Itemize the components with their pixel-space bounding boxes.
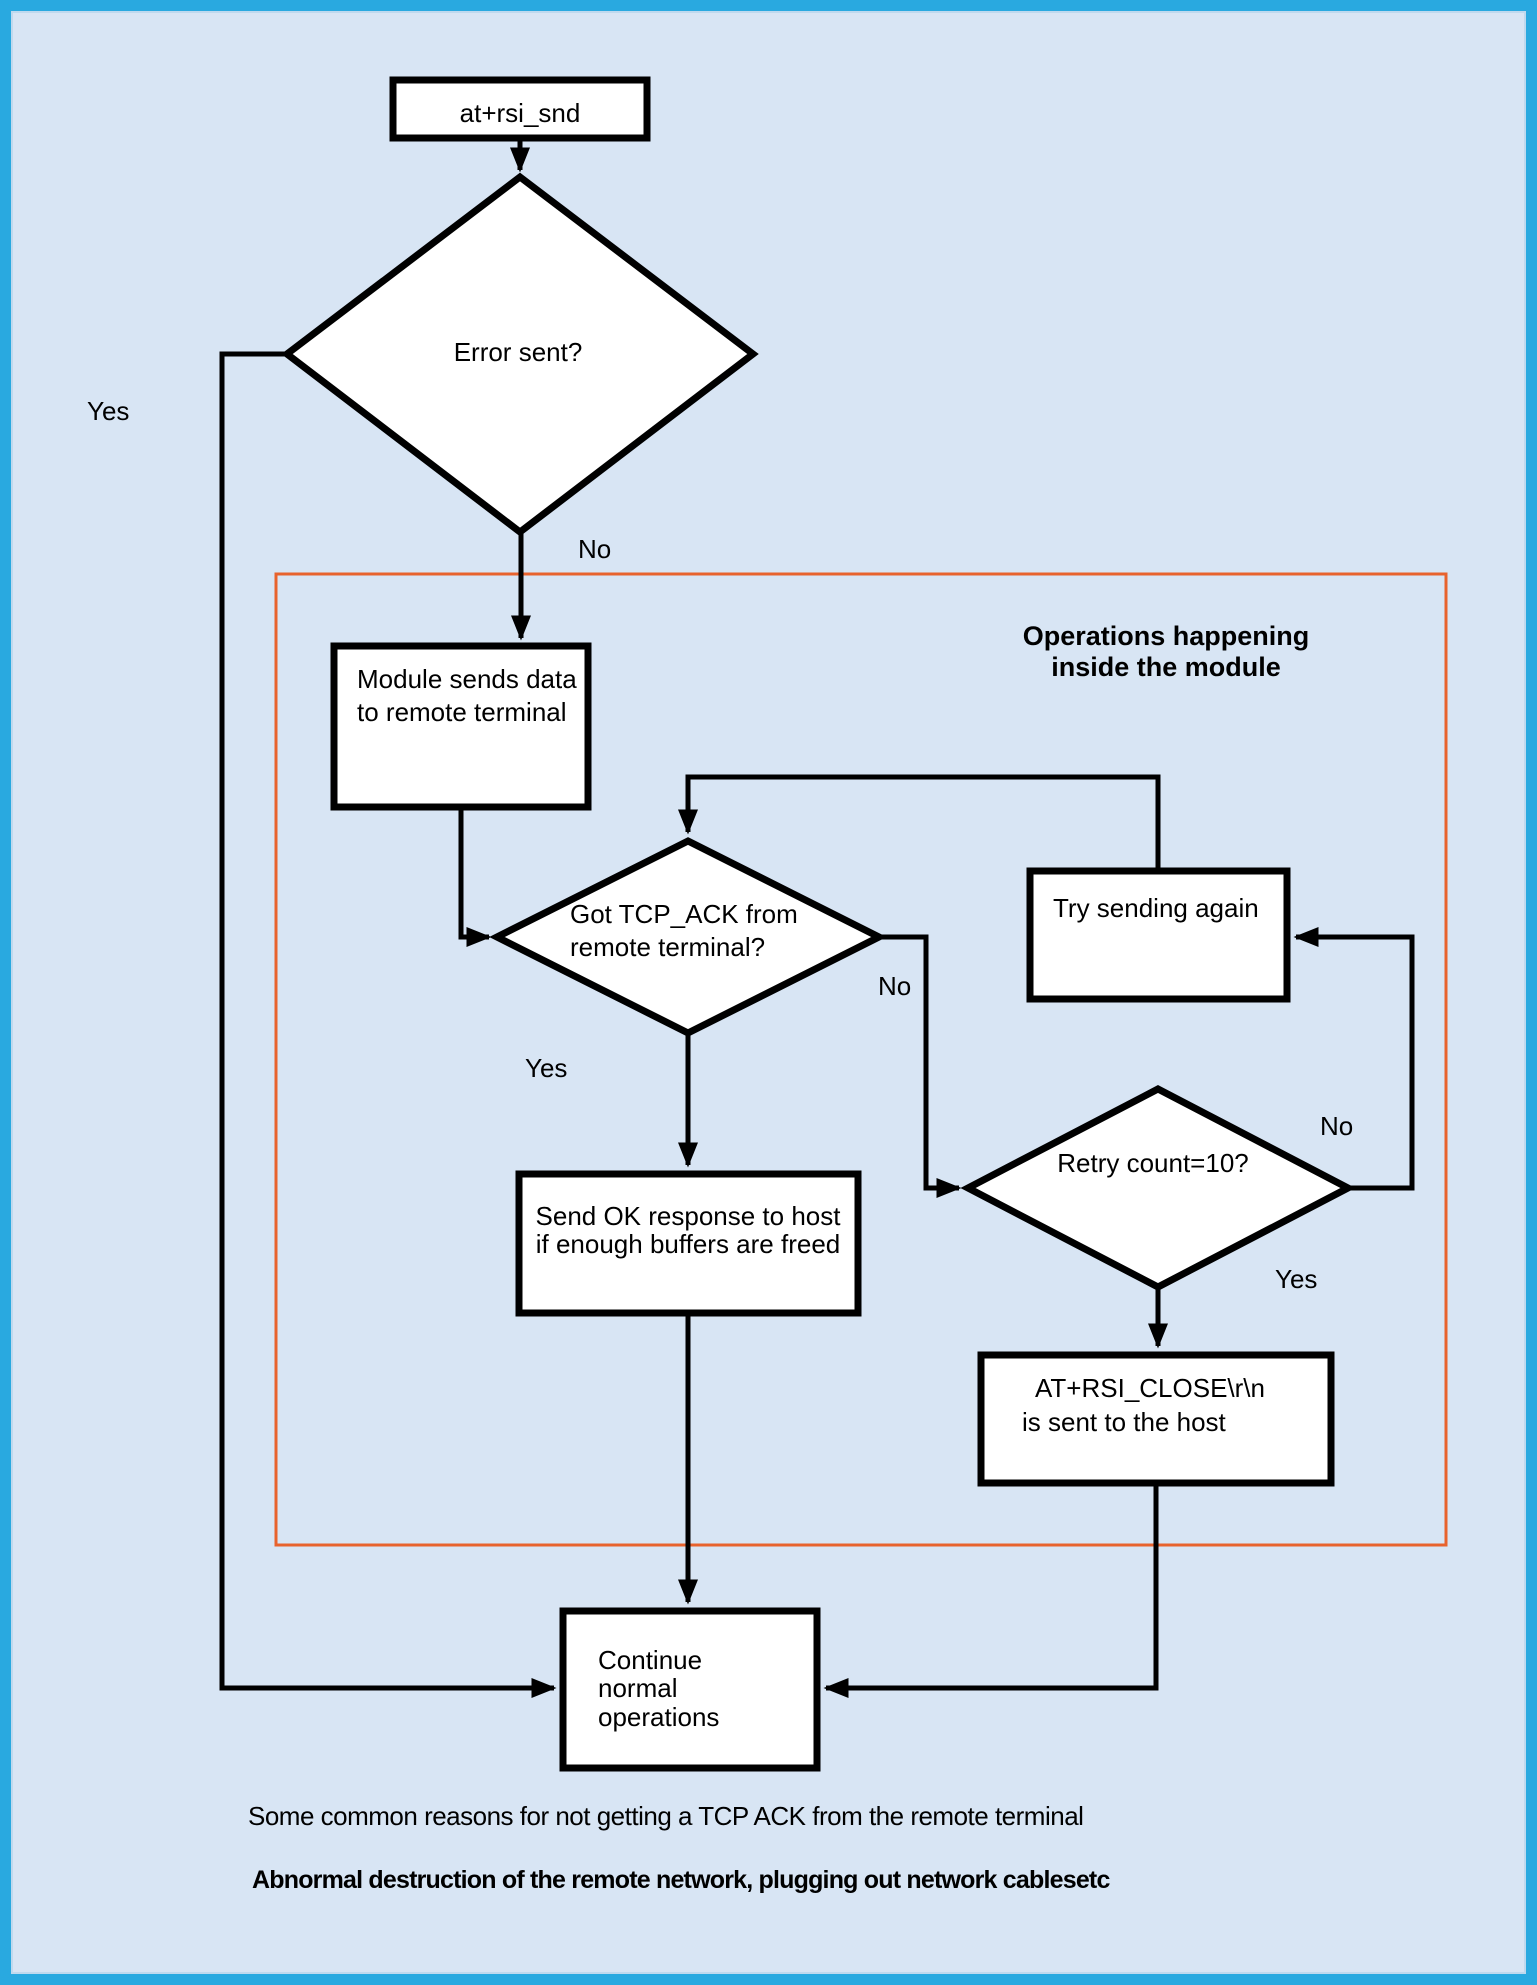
- node-retry-count-label: Retry count=10?: [1057, 1148, 1249, 1178]
- region-title-line-1: Operations happening: [1023, 621, 1310, 651]
- edge-retry-no-to-try-again: [1293, 927, 1415, 1191]
- edge-ack-no-to-retry: [879, 934, 962, 1198]
- node-rsi-close-box: [977, 1351, 1335, 1487]
- node-continue-label-line-3: operations: [598, 1702, 719, 1732]
- node-try-again-label: Try sending again: [1053, 893, 1259, 923]
- node-continue-label-line-2: normal: [598, 1673, 677, 1703]
- node-send-ok-box: [515, 1170, 862, 1317]
- edge-module-to-ack: [458, 807, 492, 947]
- node-start-box: [389, 76, 651, 142]
- node-start-label: at+rsi_snd: [460, 98, 581, 128]
- edge-label-error-yes: Yes: [87, 396, 129, 426]
- edge-label-ack-yes: Yes: [525, 1053, 567, 1083]
- edge-label-error-no: No: [578, 534, 611, 564]
- note-common-reasons: Some common reasons for not getting a TC…: [248, 1801, 1083, 1831]
- node-module-sends-label-line-1: Module sends data: [357, 664, 577, 694]
- node-error-sent-diamond: [281, 172, 759, 537]
- node-rsi-close-label-line-2: is sent to the host: [1022, 1407, 1227, 1437]
- node-send-ok-label-line-1: Send OK response to host: [536, 1201, 842, 1231]
- node-send-ok-label-line-2: if enough buffers are freed: [536, 1229, 841, 1259]
- node-got-tcp-ack-label-line-1: Got TCP_ACK from: [570, 899, 798, 929]
- node-continue-box: [559, 1607, 821, 1772]
- region-title-line-2: inside the module: [1051, 652, 1281, 682]
- node-try-again-box: [1026, 867, 1291, 1003]
- note-abnormal-destruction: Abnormal destruction of the remote netwo…: [252, 1866, 1110, 1894]
- node-got-tcp-ack-diamond: [489, 837, 887, 1037]
- node-error-sent-label: Error sent?: [454, 337, 583, 367]
- node-module-sends-box: [330, 642, 592, 811]
- edge-label-ack-no: No: [878, 971, 911, 1001]
- edge-label-retry-no: No: [1320, 1111, 1353, 1141]
- node-continue-label-line-1: Continue: [598, 1645, 702, 1675]
- module-operations-region-outline: [274, 572, 1448, 1547]
- edge-close-to-continue: [823, 1483, 1159, 1698]
- edge-try-again-to-ack-loop: [678, 774, 1161, 871]
- node-rsi-close-label-line-1: AT+RSI_CLOSE\r\n: [1035, 1373, 1265, 1403]
- edge-label-retry-yes: Yes: [1275, 1264, 1317, 1294]
- node-retry-count-diamond: [960, 1085, 1356, 1291]
- node-got-tcp-ack-label-line-2: remote terminal?: [570, 932, 765, 962]
- edge-error-yes-to-continue: [219, 351, 557, 1698]
- node-module-sends-label-line-2: to remote terminal: [357, 697, 567, 727]
